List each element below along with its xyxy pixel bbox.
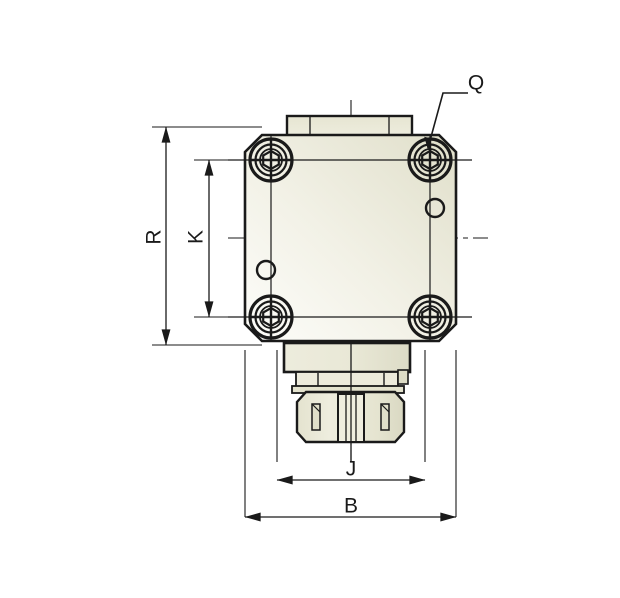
pin-holes bbox=[255, 197, 446, 281]
screws bbox=[248, 137, 453, 340]
side-lug bbox=[397, 369, 409, 385]
pin-hole-left bbox=[255, 259, 277, 281]
dimension-witness-lines bbox=[152, 126, 457, 517]
actuator-body bbox=[243, 133, 458, 343]
dimension-label-B: B bbox=[344, 495, 358, 518]
screw-top-right bbox=[407, 137, 453, 183]
fitting-neck bbox=[291, 369, 409, 394]
dimension-label-R: R bbox=[143, 229, 166, 244]
callout-arrowhead bbox=[424, 136, 432, 150]
dimension-line-K bbox=[204, 159, 214, 318]
callout-Q: Q bbox=[424, 72, 484, 150]
dimension-label-J: J bbox=[346, 458, 357, 481]
dimension-line-B bbox=[244, 512, 457, 522]
screw-bottom-left bbox=[248, 294, 294, 340]
dimension-labels: R K J B bbox=[143, 229, 358, 517]
pin-hole-right bbox=[424, 197, 446, 219]
callout-leader-line bbox=[427, 92, 468, 149]
screw-top-left bbox=[248, 137, 294, 183]
dimension-label-K: K bbox=[185, 230, 208, 244]
dimension-line-J bbox=[276, 475, 426, 485]
bottom-collar bbox=[282, 341, 412, 374]
screw-bottom-right bbox=[407, 294, 453, 340]
dimension-lines bbox=[161, 126, 457, 522]
callout-label-Q: Q bbox=[468, 72, 484, 95]
dimension-line-R bbox=[161, 126, 171, 346]
